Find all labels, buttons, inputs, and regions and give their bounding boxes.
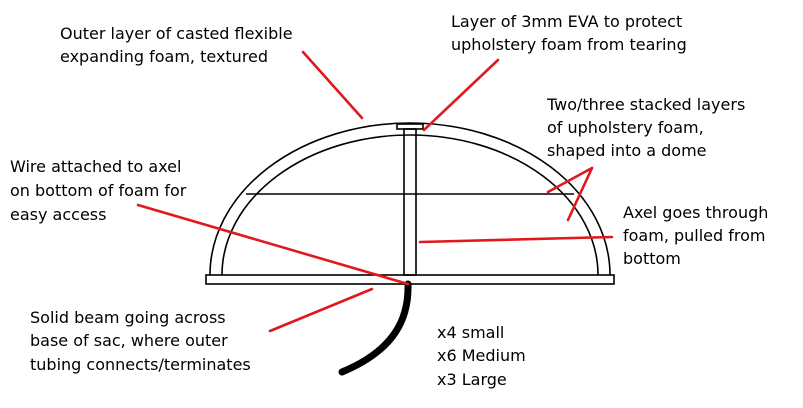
quantity-large: x3 Large [437, 370, 507, 389]
axel-rod [403, 128, 417, 276]
leader-eva-layer [422, 58, 500, 132]
quantity-small: x4 small [437, 323, 504, 342]
label-beam-line-1: Solid beam going across [30, 308, 226, 327]
label-wire: Wire attached to axel on bottom of foam … [10, 157, 187, 224]
leader-outer-layer [301, 50, 364, 120]
inner-foam-shell [221, 134, 599, 276]
leader-axel [418, 235, 614, 244]
label-wire-line-2: on bottom of foam for [10, 181, 187, 200]
label-axel-line-2: foam, pulled from [623, 226, 766, 245]
label-upholstery-layers: Two/three stacked layers of upholstery f… [546, 95, 745, 160]
label-axel-line-3: bottom [623, 249, 681, 268]
label-upholstery-line-3: shaped into a dome [547, 141, 707, 160]
label-beam-line-3: tubing connects/terminates [30, 355, 251, 374]
label-outer-layer: Outer layer of casted flexible expanding… [60, 24, 293, 66]
label-eva-layer-line-2: upholstery foam from tearing [451, 35, 687, 54]
leader-beam [268, 287, 374, 333]
label-outer-layer-line-2: expanding foam, textured [60, 47, 268, 66]
label-wire-line-3: easy access [10, 205, 106, 224]
label-eva-layer: Layer of 3mm EVA to protect upholstery f… [451, 12, 687, 54]
label-axel-line-1: Axel goes through [623, 203, 768, 222]
label-beam-line-2: base of sac, where outer [30, 331, 228, 350]
quantity-medium: x6 Medium [437, 346, 526, 365]
wire-tubing [338, 280, 412, 376]
leader-lines [136, 50, 614, 333]
label-axel: Axel goes through foam, pulled from bott… [623, 203, 768, 268]
label-outer-layer-line-1: Outer layer of casted flexible [60, 24, 293, 43]
label-wire-line-1: Wire attached to axel [10, 157, 181, 176]
leader-upholstery-top [546, 166, 594, 194]
label-beam: Solid beam going across base of sac, whe… [30, 308, 251, 374]
outer-foam-shell [209, 122, 611, 276]
quantity-list: x4 small x6 Medium x3 Large [437, 323, 526, 389]
label-upholstery-line-1: Two/three stacked layers [546, 95, 745, 114]
label-upholstery-line-2: of upholstery foam, [547, 118, 704, 137]
leader-wire [136, 203, 410, 286]
leader-upholstery-bottom [566, 166, 594, 222]
label-eva-layer-line-1: Layer of 3mm EVA to protect [451, 12, 682, 31]
